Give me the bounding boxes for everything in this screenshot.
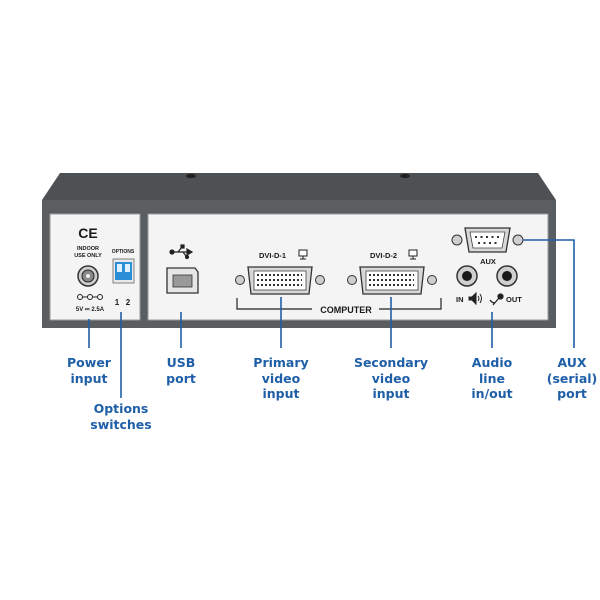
screw	[186, 173, 196, 179]
audio-in-jack	[456, 265, 478, 287]
callout-usb-port: USB port	[166, 355, 196, 386]
chassis-top	[42, 173, 556, 200]
callout-aux-serial-port: AUX (serial) port	[546, 355, 598, 401]
usb-port-tongue	[172, 274, 193, 288]
microphone-icon	[489, 293, 504, 306]
switch-2-label: 2	[126, 298, 131, 307]
callout-power-input: Power input	[67, 355, 111, 386]
aux-label: AUX	[480, 257, 496, 266]
indoor-label-line1: INDOOR	[77, 246, 99, 252]
callout-audio-line-in-out: Audio line in/out	[471, 355, 513, 401]
indoor-label-line2: USE ONLY	[74, 253, 102, 259]
switch-1-label: 1	[115, 298, 120, 307]
polarity-icon	[77, 294, 103, 300]
dvi-d-2-port	[347, 266, 437, 295]
audio-out-label: OUT	[506, 295, 522, 304]
ce-mark: CE	[78, 225, 97, 241]
computer-label: COMPUTER	[320, 305, 372, 315]
screw	[400, 173, 410, 179]
usb-icon	[169, 244, 194, 260]
callout-primary-video-input: Primary video input	[253, 355, 309, 401]
dvi1-label: DVI-D-1	[259, 251, 286, 260]
audio-in-label: IN	[456, 295, 464, 304]
dvi2-label: DVI-D-2	[370, 251, 397, 260]
power-jack-pin	[86, 274, 90, 278]
monitor-icon	[408, 249, 418, 260]
speaker-icon	[468, 291, 482, 306]
options-label: OPTIONS	[112, 249, 135, 255]
computer-bracket	[236, 298, 442, 310]
leader-lines	[88, 239, 575, 398]
power-rating: 5V ⎓ 2.5A	[76, 307, 105, 313]
leader-aux	[523, 239, 575, 348]
aux-serial-port	[451, 227, 524, 253]
callout-options-switches: Options switches	[90, 401, 152, 432]
callout-secondary-video-input: Secondary video input	[353, 355, 429, 401]
dvi-d-1-port	[235, 266, 325, 295]
monitor-icon	[298, 249, 308, 260]
dip-switch-1	[117, 264, 122, 272]
audio-out-jack	[496, 265, 518, 287]
dip-switch-2	[125, 264, 130, 272]
